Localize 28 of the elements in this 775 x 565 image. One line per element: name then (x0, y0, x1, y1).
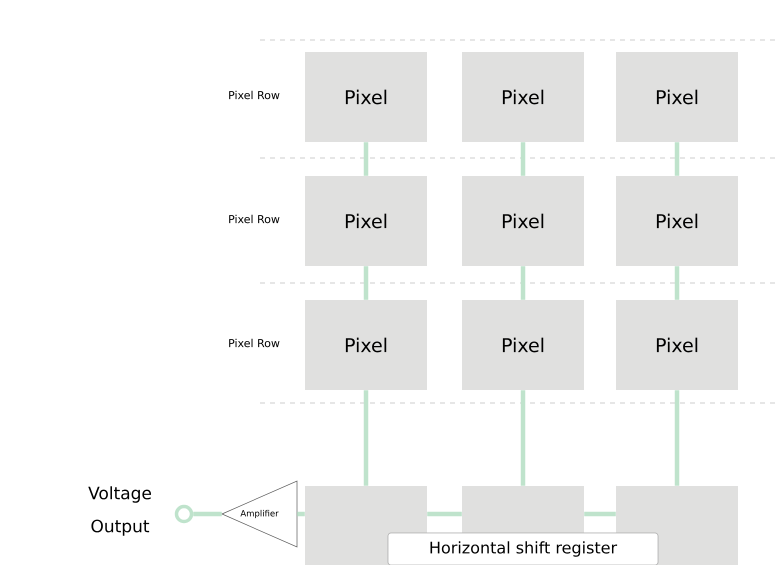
connector-line (297, 512, 305, 516)
connector-line (674, 390, 680, 486)
pixel-box: Pixel (305, 300, 427, 390)
connector-line (520, 390, 526, 486)
connector-line (520, 266, 526, 300)
row-label: Pixel Row (229, 90, 280, 100)
connector-line (364, 390, 368, 486)
connector-line (674, 266, 680, 300)
pixel-box: Pixel (305, 52, 427, 142)
connector-line (520, 142, 526, 176)
output-label: Voltage Output (88, 486, 151, 536)
register-box (462, 486, 584, 533)
connector-line (193, 512, 222, 516)
row-label: Pixel Row (229, 338, 280, 348)
output-terminal (174, 504, 194, 524)
pixel-box: Pixel (462, 52, 584, 142)
row-label: Pixel Row (229, 214, 280, 224)
connector-line (584, 512, 616, 516)
pixel-box: Pixel (305, 176, 427, 266)
pixel-box: Pixel (462, 300, 584, 390)
connector-line (427, 512, 462, 516)
connector-line (674, 142, 680, 176)
pixel-box: Pixel (616, 52, 738, 142)
pixel-box: Pixel (616, 300, 738, 390)
pixel-box: Pixel (616, 176, 738, 266)
connector-line (364, 266, 368, 300)
connector-line (364, 142, 368, 176)
pixel-box: Pixel (462, 176, 584, 266)
